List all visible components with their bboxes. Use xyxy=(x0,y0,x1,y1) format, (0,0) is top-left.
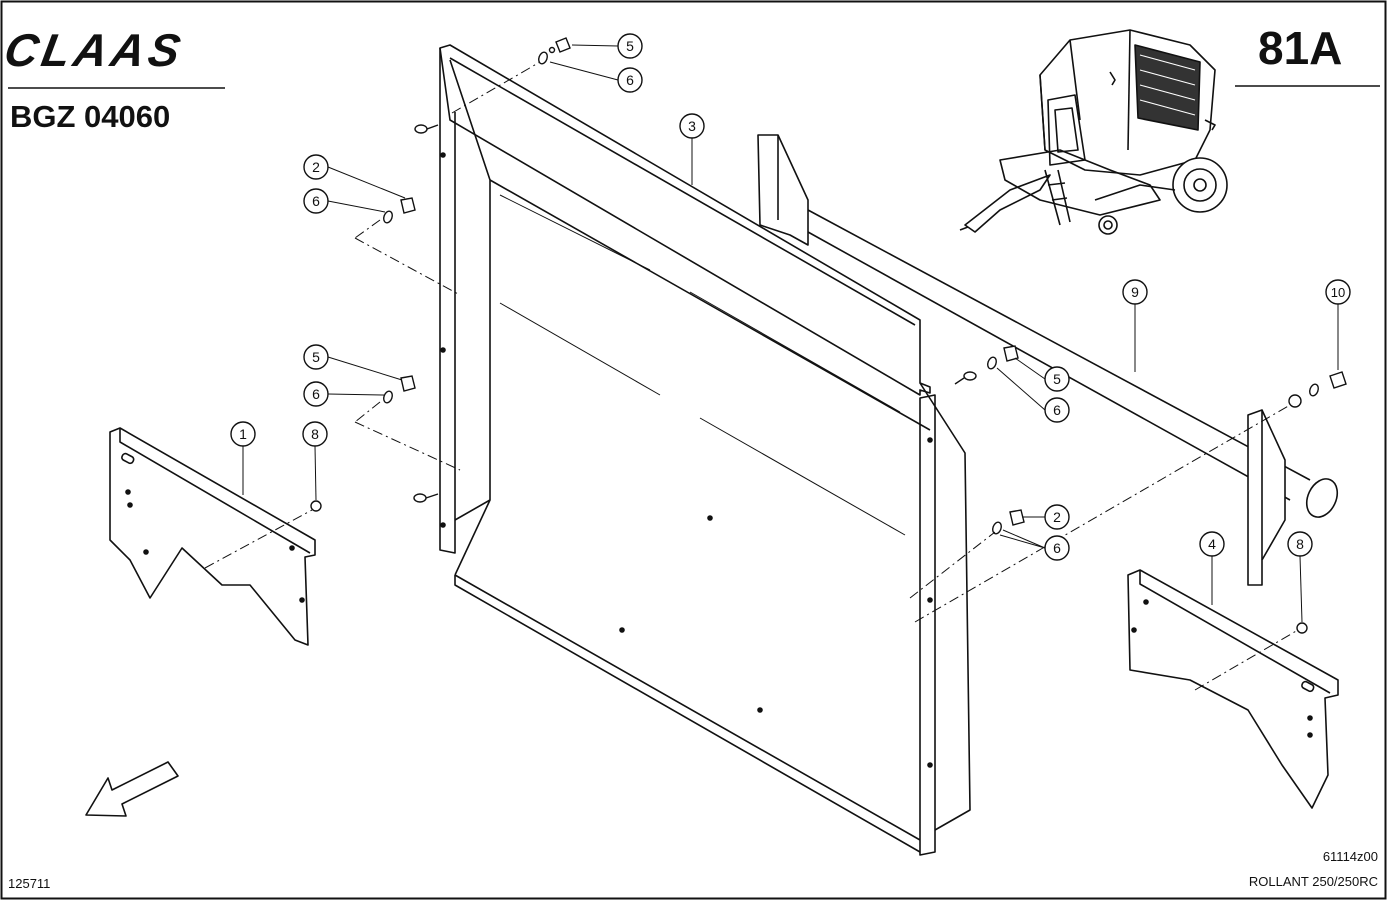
svg-text:6: 6 xyxy=(1053,540,1061,556)
svg-text:4: 4 xyxy=(1208,536,1216,552)
callout-8-left: 8 xyxy=(302,421,328,447)
svg-text:1: 1 xyxy=(239,426,247,442)
svg-text:8: 8 xyxy=(1296,536,1304,552)
callout-6-left-upper: 6 xyxy=(303,188,329,214)
page-number: 81A xyxy=(1258,22,1342,74)
svg-text:6: 6 xyxy=(312,193,320,209)
svg-text:5: 5 xyxy=(626,38,634,54)
callout-6-right-upper: 6 xyxy=(1044,397,1070,423)
footer-drawing-id: 125711 xyxy=(8,876,50,891)
callout-5-right: 5 xyxy=(1044,366,1070,392)
cover-panel xyxy=(439,44,971,856)
callout-9: 9 xyxy=(1122,279,1148,305)
right-side-panel xyxy=(1127,569,1339,809)
callout-bubbles: 5 6 2 6 3 5 6 1 xyxy=(230,33,1351,561)
fasteners xyxy=(310,37,1347,634)
svg-text:6: 6 xyxy=(626,72,634,88)
callout-6-top: 6 xyxy=(617,67,643,93)
svg-text:2: 2 xyxy=(312,159,320,175)
footer-model: ROLLANT 250/250RC xyxy=(1249,874,1378,889)
callout-10: 10 xyxy=(1325,279,1351,305)
svg-text:2: 2 xyxy=(1053,509,1061,525)
brand-logo: CLAAS xyxy=(1,24,188,76)
baler-illustration xyxy=(959,29,1228,235)
callout-leaders xyxy=(242,44,1339,623)
assembly-lines xyxy=(204,61,1299,691)
drawing-code: BGZ 04060 xyxy=(10,99,170,134)
direction-arrow-icon xyxy=(85,761,179,817)
svg-text:3: 3 xyxy=(688,118,696,134)
footer-file-ref: 61114z00 xyxy=(1323,849,1378,864)
svg-text:6: 6 xyxy=(1053,402,1061,418)
left-side-panel xyxy=(109,427,316,646)
callout-6-left-lower: 6 xyxy=(303,381,329,407)
callout-8-right: 8 xyxy=(1287,531,1313,557)
callout-1: 1 xyxy=(230,421,256,447)
svg-text:6: 6 xyxy=(312,386,320,402)
support-tube xyxy=(757,134,1339,586)
svg-text:5: 5 xyxy=(1053,371,1061,387)
callout-5-left: 5 xyxy=(303,344,329,370)
svg-text:9: 9 xyxy=(1131,284,1139,300)
callout-4: 4 xyxy=(1199,531,1225,557)
callout-2-left: 2 xyxy=(303,154,329,180)
callout-6-right-lower: 6 xyxy=(1044,535,1070,561)
svg-text:8: 8 xyxy=(311,426,319,442)
callout-3: 3 xyxy=(679,113,705,139)
svg-text:10: 10 xyxy=(1331,285,1345,300)
callout-5-top: 5 xyxy=(617,33,643,59)
callout-2-right: 2 xyxy=(1044,504,1070,530)
svg-text:5: 5 xyxy=(312,349,320,365)
